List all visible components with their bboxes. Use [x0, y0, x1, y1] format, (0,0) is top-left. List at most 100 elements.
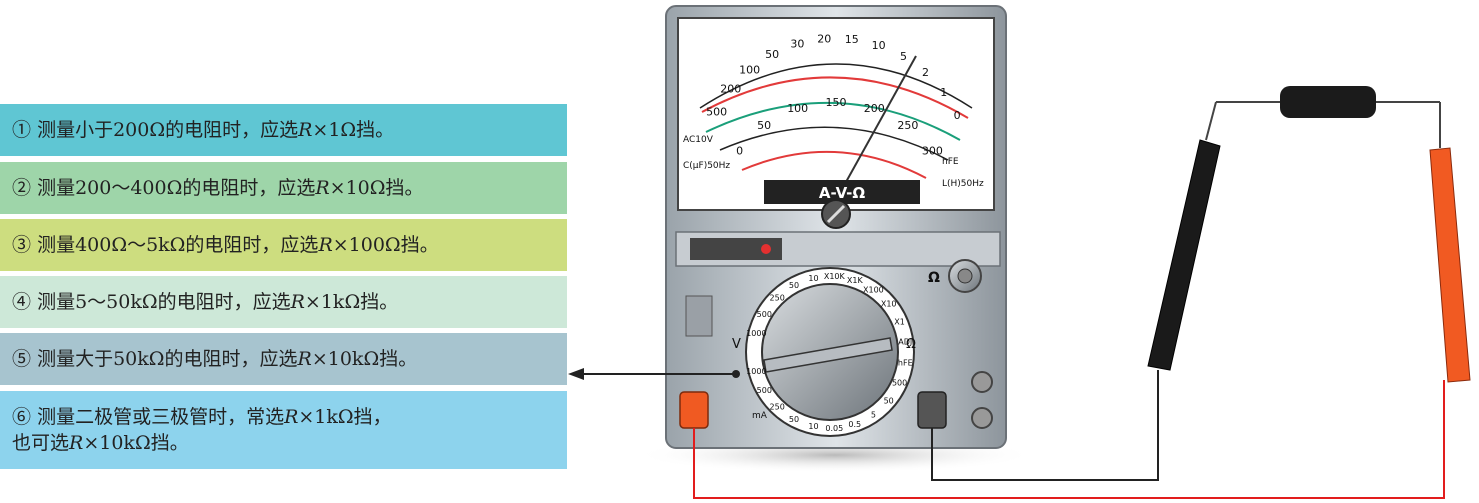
rule-panel-2: ② 测量200～400Ω的电阻时，应选R×10Ω挡。	[0, 162, 567, 214]
rule-panel-1: ① 测量小于200Ω的电阻时，应选R×1Ω挡。	[0, 104, 567, 156]
rule-panel-6: ⑥ 测量二极管或三极管时，常选R×1kΩ挡，也可选R×10kΩ挡。	[0, 391, 567, 469]
rule-range: R	[290, 291, 305, 313]
ohm-adjust-symbol: Ω	[928, 270, 940, 286]
ind-label: L(H)50Hz	[942, 179, 984, 189]
rule-num: ③	[12, 234, 32, 256]
rule-panel-5: ⑤ 测量大于50kΩ的电阻时，应选R×10kΩ挡。	[0, 333, 567, 385]
dial-range-3: 50	[789, 281, 799, 290]
mid-scale-label-3: 150	[826, 96, 847, 109]
rule-text: 测量大于50kΩ的电阻时，应选	[37, 348, 298, 370]
mid-scale-label-6: 300	[922, 145, 943, 158]
top-scale-label-8: 5	[900, 50, 907, 63]
red-probe	[1429, 147, 1471, 383]
dial-range-18: 50	[789, 415, 799, 424]
dial-range-19: 250	[770, 403, 785, 412]
mid-scale-arc	[719, 126, 949, 161]
dial-range-16: 0.05	[825, 424, 843, 433]
rule-unit: ×100Ω挡。	[332, 234, 439, 256]
display-label-bar	[764, 180, 920, 204]
rule-text: ④ 测量5～50kΩ的电阻时，应选R×1kΩ挡。	[12, 289, 398, 315]
rule-line2_pre: 也可选	[12, 432, 70, 454]
cap-label: C(μF)50Hz	[683, 161, 730, 171]
rule-text: ⑤ 测量大于50kΩ的电阻时，应选R×10kΩ挡。	[12, 346, 417, 372]
battery-window	[690, 238, 782, 260]
red-probe-wire	[693, 380, 1445, 499]
cap-scale-arc	[741, 150, 927, 179]
dial-range-1: 500	[757, 310, 772, 319]
dial-range-12: 500	[892, 379, 907, 388]
mid-scale-label-1: 50	[757, 119, 771, 132]
rule-text: 测量400Ω～5kΩ的电阻时，应选	[37, 234, 319, 256]
rule-text: ② 测量200～400Ω的电阻时，应选R×10Ω挡。	[12, 175, 424, 201]
rule-line: ⑤ 测量大于50kΩ的电阻时，应选R×10kΩ挡。	[12, 346, 417, 372]
voltage-section-label: V	[732, 337, 741, 352]
mid-scale-label-2: 100	[787, 102, 808, 115]
rule-text: ① 测量小于200Ω的电阻时，应选R×1Ω挡。	[12, 117, 394, 143]
black-probe	[1147, 139, 1221, 371]
top-scale-label-9: 2	[922, 66, 929, 79]
mid-scale-label-4: 200	[864, 102, 885, 115]
dial-range-0: 1000	[746, 329, 766, 338]
dial-range-7: X100	[863, 286, 884, 295]
dial-range-4: 10	[808, 274, 818, 283]
mid-scale-label-5: 250	[897, 119, 918, 132]
mid-scale-labels: 0 50 100 150 200 250 300	[736, 96, 943, 158]
rule-num: ④	[12, 291, 32, 313]
dial-range-8: X10	[881, 300, 897, 309]
ohm-section-label: Ω	[906, 337, 916, 352]
rule-num: ⑥	[12, 406, 32, 428]
rule-range: R	[284, 406, 299, 428]
green-scale-arc	[705, 101, 961, 141]
rule-unit: ×10kΩ挡。	[311, 348, 418, 370]
black-probe-plug	[917, 391, 947, 429]
rule-unit: ×10Ω挡。	[329, 177, 424, 199]
mid-scale-label-0: 0	[736, 145, 743, 158]
ohm-adjust-center	[957, 268, 973, 284]
screw-slot	[826, 204, 846, 224]
meter-scales	[699, 63, 973, 179]
jack-upper[interactable]	[971, 371, 993, 393]
arrow-origin-dot	[732, 370, 740, 378]
dial-range-10: ADJ	[898, 338, 912, 347]
rule-unit: ×1Ω挡。	[312, 119, 395, 141]
resistor-lead-left	[1205, 101, 1217, 141]
top-scale-label-10: 1	[940, 86, 947, 99]
top-scale-label-4: 30	[790, 38, 804, 51]
top-scale-label-11: 0	[954, 109, 961, 122]
top-scale-label-2: 100	[739, 63, 760, 76]
dial-range-15: 0.5	[848, 420, 861, 429]
top-scale-label-0: 500	[706, 106, 727, 119]
rule-line: ③ 测量400Ω～5kΩ的电阻时，应选R×100Ω挡。	[12, 232, 439, 258]
side-button-pad[interactable]	[685, 295, 713, 337]
dial-range-2: 250	[770, 293, 785, 302]
rule-text: 测量小于200Ω的电阻时，应选	[37, 119, 299, 141]
ac-label: AC10V	[683, 135, 714, 145]
dial-range-5: X10K	[824, 272, 846, 281]
top-scale-label-5: 20	[817, 33, 831, 46]
top-scale-label-3: 50	[765, 48, 779, 61]
dial-range-13: 50	[884, 396, 894, 405]
rule-text: ③ 测量400Ω～5kΩ的电阻时，应选R×100Ω挡。	[12, 232, 439, 258]
top-scale-label-6: 15	[845, 33, 859, 46]
top-scale-label-1: 200	[720, 83, 741, 96]
rule-num: ①	[12, 119, 32, 141]
rule-line: ② 测量200～400Ω的电阻时，应选R×10Ω挡。	[12, 175, 424, 201]
rule-range: R	[315, 177, 330, 199]
red-scale-arc	[701, 76, 969, 119]
rule-line: ① 测量小于200Ω的电阻时，应选R×1Ω挡。	[12, 117, 394, 143]
arrow-head	[568, 368, 584, 380]
dial-range-11: hFE	[898, 358, 913, 367]
rule-range: R	[298, 119, 313, 141]
dial-range-21: 1000	[746, 367, 766, 376]
jack-lower[interactable]	[971, 407, 993, 429]
rule-unit: ×1kΩ挡。	[304, 291, 399, 313]
dial-range-20: 500	[757, 386, 772, 395]
rule-line2_range: R	[69, 432, 84, 454]
ohm-scale-arc	[699, 63, 973, 109]
rule-line: ⑥ 测量二极管或三极管时，常选R×1kΩ挡，	[12, 404, 392, 430]
rule-text: 测量5～50kΩ的电阻时，应选	[37, 291, 291, 313]
rule-range: R	[297, 348, 312, 370]
range-selector-pointer	[763, 337, 893, 373]
